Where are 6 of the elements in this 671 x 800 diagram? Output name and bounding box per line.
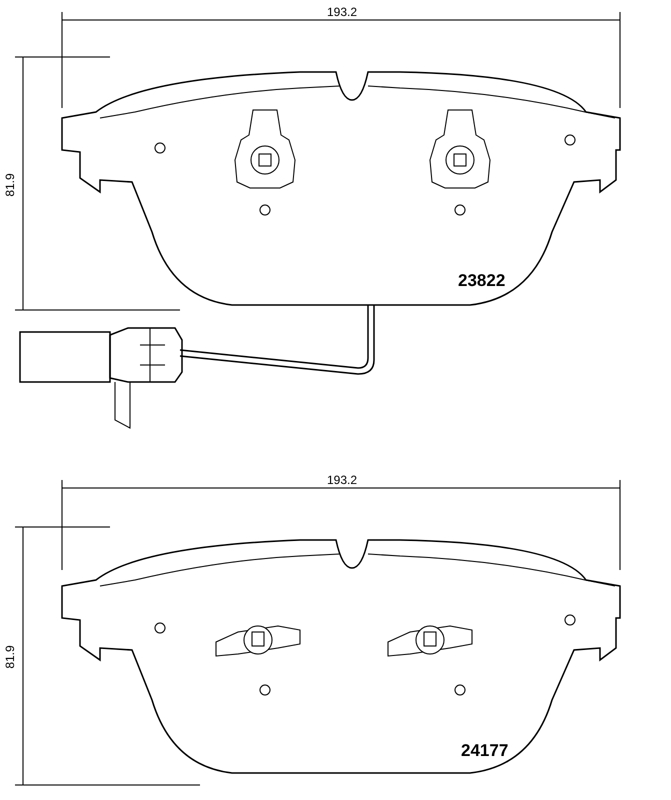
dimension-label: 81.9 [4,645,16,669]
dimension-label: 193.2 [326,474,358,486]
part-number: 23822 [458,272,506,289]
part-number: 24177 [461,742,508,759]
dimension-label: 81.9 [4,173,16,197]
dimension-label: 193.2 [326,6,358,18]
